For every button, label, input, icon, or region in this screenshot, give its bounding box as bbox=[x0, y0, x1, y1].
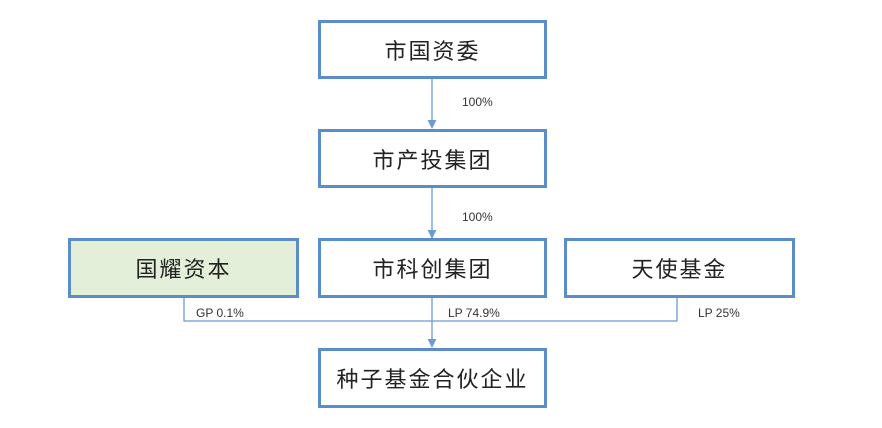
node-angel-fund: 天使基金 bbox=[564, 238, 795, 298]
edge-label-sasac-property: 100% bbox=[462, 95, 493, 109]
node-city-property-group: 市产投集团 bbox=[318, 129, 547, 188]
edge-label-tech-seed: LP 74.9% bbox=[448, 306, 500, 320]
node-seed-fund-partnership: 种子基金合伙企业 bbox=[318, 348, 547, 408]
edge-label-angel-seed: LP 25% bbox=[698, 306, 740, 320]
node-guoyao-capital: 国耀资本 bbox=[68, 238, 299, 298]
node-city-tech-group: 市科创集团 bbox=[318, 238, 547, 298]
node-city-sasac: 市国资委 bbox=[318, 20, 547, 79]
edge-label-guoyao-seed: GP 0.1% bbox=[196, 306, 244, 320]
edge-label-property-tech: 100% bbox=[462, 210, 493, 224]
edge-line-bracket bbox=[183, 298, 678, 322]
